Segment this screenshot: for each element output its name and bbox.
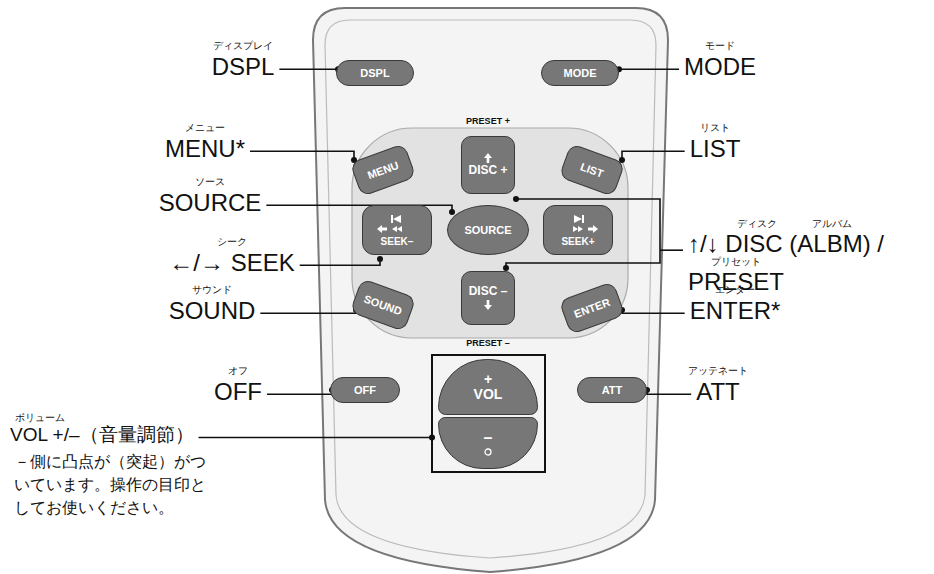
button-text: SEEK+ [561, 236, 594, 247]
leader-dot [513, 196, 519, 202]
button-text: LIST [579, 160, 606, 180]
leader-dot [377, 256, 383, 262]
button-text: + [484, 372, 492, 387]
furigana: ソース [195, 176, 225, 187]
furigana: サウンド [192, 284, 232, 295]
button-text: SOUND [362, 293, 403, 318]
button-icon [556, 214, 600, 236]
button-text: DSPL [360, 67, 389, 79]
furigana: ディスク [737, 218, 777, 229]
furigana: オフ [228, 365, 248, 376]
furigana: エンター [715, 284, 755, 295]
leader-line [619, 68, 679, 70]
off-button: OFF [330, 377, 400, 403]
button-text: OFF [354, 384, 376, 396]
furigana: プリセット [711, 256, 761, 267]
dspl-button: DSPL [336, 60, 414, 86]
remote-inner-panel [325, 20, 656, 558]
button-text: MENU [366, 159, 401, 181]
seek-plus-button: SEEK+ [543, 205, 613, 255]
seek-minus-button: SEEK– [362, 205, 432, 255]
leader-line [660, 249, 683, 251]
leader-line [647, 390, 691, 394]
leader-line [300, 259, 380, 265]
furigana: ボリューム [15, 412, 65, 423]
furigana: モード [705, 40, 735, 51]
disc-minus-button: DISC – [461, 271, 515, 325]
button-icon [483, 152, 493, 164]
button-text: – [484, 429, 493, 447]
button-icon [483, 447, 493, 457]
button-text: SOURCE [464, 224, 511, 236]
leader-line [506, 199, 660, 268]
callout-label: LIST [690, 136, 741, 162]
callout-label: ENTER* [690, 298, 781, 324]
furigana: ディスプレイ [213, 40, 273, 51]
button-caption: PRESET – [466, 339, 510, 349]
furigana: アルバム [812, 218, 852, 229]
furigana: シーク [217, 236, 247, 247]
furigana: メニュー [185, 122, 225, 133]
dpad-ring [352, 128, 628, 338]
leader-line [622, 310, 685, 313]
furigana: リスト [700, 122, 730, 133]
callout-label: DSPL [212, 54, 275, 80]
callout-label: VOL +/–（音量調節） [10, 425, 194, 446]
button-text: SEEK– [381, 236, 414, 247]
button-icon [375, 214, 419, 236]
callout-label: SOUND [169, 298, 256, 324]
leader-line [250, 151, 354, 160]
leader-line [260, 310, 356, 313]
leader-line [267, 390, 332, 394]
callout-label: ↑/↓ DISC (ALBM) / [688, 231, 884, 257]
leader-dot [429, 434, 435, 440]
button-text: ATT [602, 384, 623, 396]
callout-label: MENU* [165, 136, 245, 162]
disc-plus-button: DISC + [461, 136, 515, 194]
callout-label: ATT [696, 379, 740, 405]
note-text: －側に凸点が（突起）がついています。操作の目印としてお使いください。 [14, 450, 210, 520]
button-text: DISC + [468, 164, 507, 177]
furigana: アッテネート [688, 365, 748, 376]
button-text: MODE [564, 67, 597, 79]
callout-label: MODE [684, 54, 756, 80]
callout-label: ←/→ SEEK [169, 250, 294, 276]
button-text: ENTER [572, 296, 611, 320]
leader-line [279, 68, 338, 70]
att-button: ATT [577, 377, 647, 403]
leader-line [199, 437, 432, 439]
button-caption: PRESET + [466, 117, 510, 127]
button-icon [483, 299, 493, 311]
callout-label: SOURCE [159, 190, 262, 216]
callout-label: OFF [214, 379, 262, 405]
mode-button: MODE [541, 60, 619, 86]
leader-line [622, 151, 685, 160]
button-text: DISC – [469, 285, 508, 298]
source-button: SOURCE [447, 205, 529, 255]
button-text: VOL [474, 387, 503, 402]
volume-frame [432, 355, 545, 472]
remote-body [313, 8, 668, 572]
